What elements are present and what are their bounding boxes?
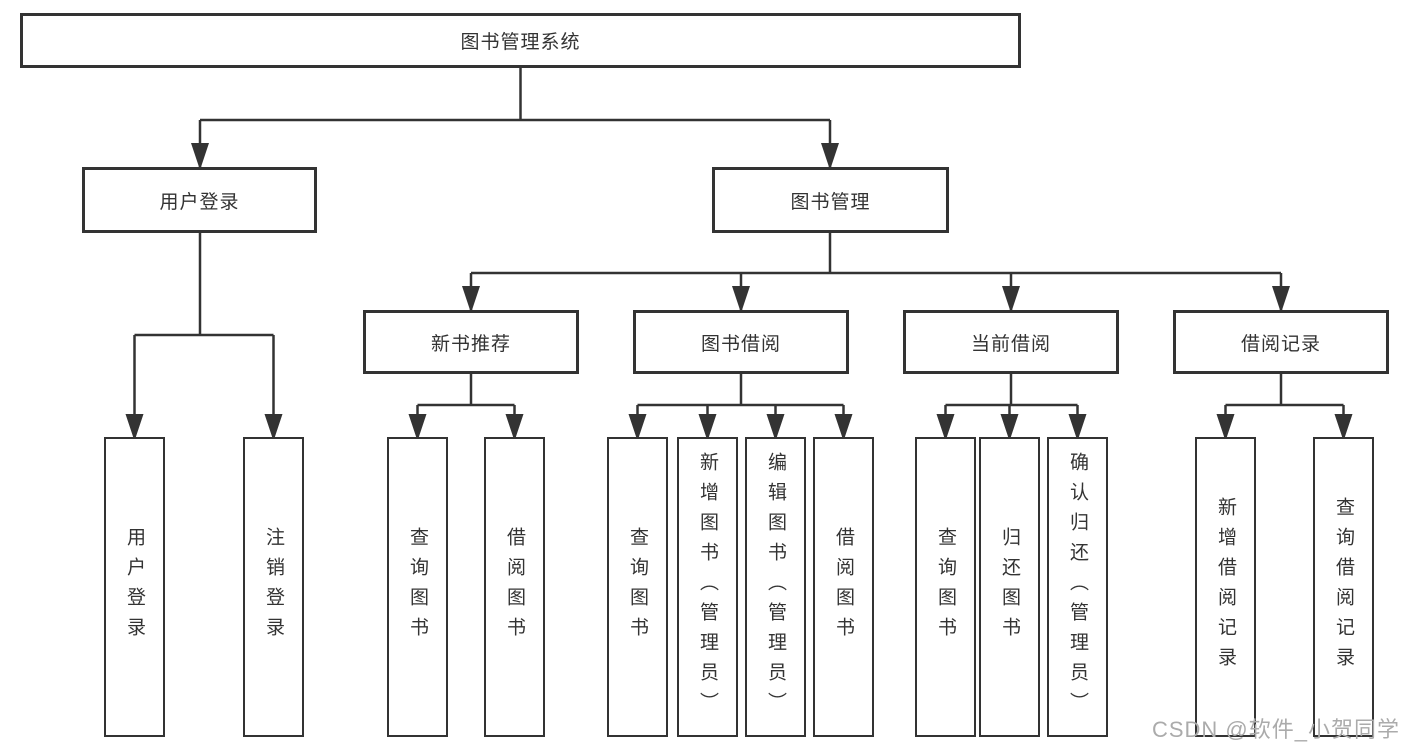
leaf-recommend-query-books: 查询图书 xyxy=(387,437,448,737)
node-label: 查询借阅记录 xyxy=(1333,497,1354,677)
leaf-borrow-borrow-books: 借阅图书 xyxy=(813,437,874,737)
node-label: 归还图书 xyxy=(999,527,1020,647)
leaf-user-login: 用户登录 xyxy=(104,437,165,737)
connector-new-book-recommend-to-leaves xyxy=(408,374,524,441)
csdn-watermark: CSDN @软件_小贺同学 xyxy=(1151,717,1400,742)
node-label: 用户登录 xyxy=(159,191,240,213)
connector-borrow-records-to-leaves xyxy=(1216,374,1353,441)
node-label: 注销登录 xyxy=(263,527,284,647)
node-label: 借阅记录 xyxy=(1240,333,1321,355)
node-root-system: 图书管理系统 xyxy=(20,13,1021,68)
connector-current-borrow-to-leaves xyxy=(936,374,1087,441)
leaf-borrow-add-books-admin: 新增图书（管理员） xyxy=(677,437,738,737)
node-user-login: 用户登录 xyxy=(82,167,317,233)
node-borrow-records: 借阅记录 xyxy=(1173,310,1389,374)
node-label: 借阅图书 xyxy=(504,527,525,647)
node-label: 用户登录 xyxy=(124,527,145,647)
leaf-current-return-books: 归还图书 xyxy=(979,437,1040,737)
node-label: 确认归还（管理员） xyxy=(1067,452,1088,722)
node-label: 图书管理 xyxy=(790,191,871,213)
node-book-management: 图书管理 xyxy=(712,167,949,233)
connector-user-login-to-leaves xyxy=(125,233,283,441)
leaf-recommend-borrow-books: 借阅图书 xyxy=(484,437,545,737)
node-label: 当前借阅 xyxy=(970,333,1051,355)
node-label: 编辑图书（管理员） xyxy=(765,452,786,722)
node-label: 新书推荐 xyxy=(430,333,511,355)
leaf-current-confirm-return-admin: 确认归还（管理员） xyxy=(1047,437,1108,737)
leaf-current-query-books: 查询图书 xyxy=(915,437,976,737)
node-label: 新增图书（管理员） xyxy=(697,452,718,722)
leaf-records-add-record: 新增借阅记录 xyxy=(1195,437,1256,737)
connector-book-mgmt-to-level3 xyxy=(462,233,1290,313)
node-current-borrow: 当前借阅 xyxy=(903,310,1119,374)
node-label: 新增借阅记录 xyxy=(1215,497,1236,677)
node-label: 图书借阅 xyxy=(700,333,781,355)
node-label: 查询图书 xyxy=(407,527,428,647)
node-label: 借阅图书 xyxy=(833,527,854,647)
leaf-borrow-query-books: 查询图书 xyxy=(607,437,668,737)
leaf-logout: 注销登录 xyxy=(243,437,304,737)
node-label: 查询图书 xyxy=(627,527,648,647)
node-new-book-recommend: 新书推荐 xyxy=(363,310,579,374)
leaf-records-query-record: 查询借阅记录 xyxy=(1313,437,1374,737)
connector-root-to-level2 xyxy=(191,68,839,170)
node-book-borrow: 图书借阅 xyxy=(633,310,849,374)
node-label: 图书管理系统 xyxy=(460,32,581,53)
leaf-borrow-edit-books-admin: 编辑图书（管理员） xyxy=(745,437,806,737)
node-label: 查询图书 xyxy=(935,527,956,647)
connector-book-borrow-to-leaves xyxy=(628,374,853,441)
